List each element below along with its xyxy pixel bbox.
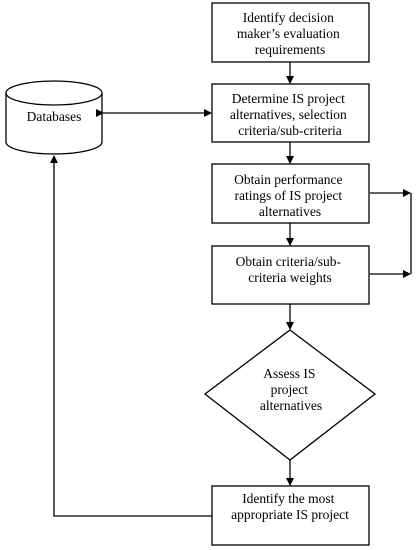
node-identify-most-appropriate-line-2: appropriate IS project [231, 507, 349, 522]
node-identify-requirements-line-1: Identify decision [243, 10, 334, 25]
node-obtain-ratings-line-3: alternatives [259, 204, 321, 219]
svg-text:Identify the most approp: Identify the most appropriate IS project [231, 491, 349, 522]
svg-text:Obtain criteria/sub- cri: Obtain criteria/sub- criteria weights [236, 254, 345, 285]
node-identify-requirements-line-3: requirements [255, 42, 325, 57]
svg-text:Obtain performance ratin: Obtain performance ratings of IS project… [234, 172, 346, 219]
node-obtain-weights: Obtain criteria/sub- criteria weights [211, 245, 370, 305]
node-obtain-ratings: Obtain performance ratings of IS project… [211, 163, 370, 224]
node-identify-most-appropriate: Identify the most appropriate IS project [211, 485, 370, 546]
node-assess-alternatives-line-3: alternatives [260, 398, 322, 413]
node-determine-alternatives-line-2: alternatives, selection [230, 107, 347, 122]
svg-text:Assess IS project: Assess IS project alternatives [260, 366, 322, 413]
node-determine-alternatives-line-1: Determine IS project [232, 91, 345, 106]
node-identify-requirements-line-2: maker’s evaluation [237, 26, 340, 41]
node-assess-alternatives-line-1: Assess IS [263, 366, 315, 381]
svg-text:Identify decision maker’: Identify decision maker’s evaluation req… [237, 10, 343, 57]
node-obtain-ratings-line-2: ratings of IS project [235, 188, 343, 203]
edge-result-to-databases [50, 155, 212, 517]
node-obtain-weights-line-1: Obtain criteria/sub- [236, 254, 342, 269]
node-obtain-ratings-line-1: Obtain performance [234, 172, 342, 187]
node-assess-alternatives-line-2: project [271, 382, 309, 397]
svg-text:Determine IS project alt: Determine IS project alternatives, selec… [230, 91, 350, 138]
node-determine-alternatives-line-3: criteria/sub-criteria [238, 123, 341, 138]
node-identify-requirements: Identify decision maker’s evaluation req… [211, 2, 370, 63]
node-obtain-weights-line-2: criteria weights [248, 270, 332, 285]
svg-text:Databases: Databases [27, 109, 82, 124]
node-identify-most-appropriate-line-1: Identify the most [242, 491, 334, 506]
node-determine-alternatives: Determine IS project alternatives, selec… [211, 83, 370, 143]
node-databases-label: Databases [27, 109, 82, 124]
node-assess-alternatives: Assess IS project alternatives [203, 329, 377, 461]
node-databases: Databases [5, 80, 103, 155]
